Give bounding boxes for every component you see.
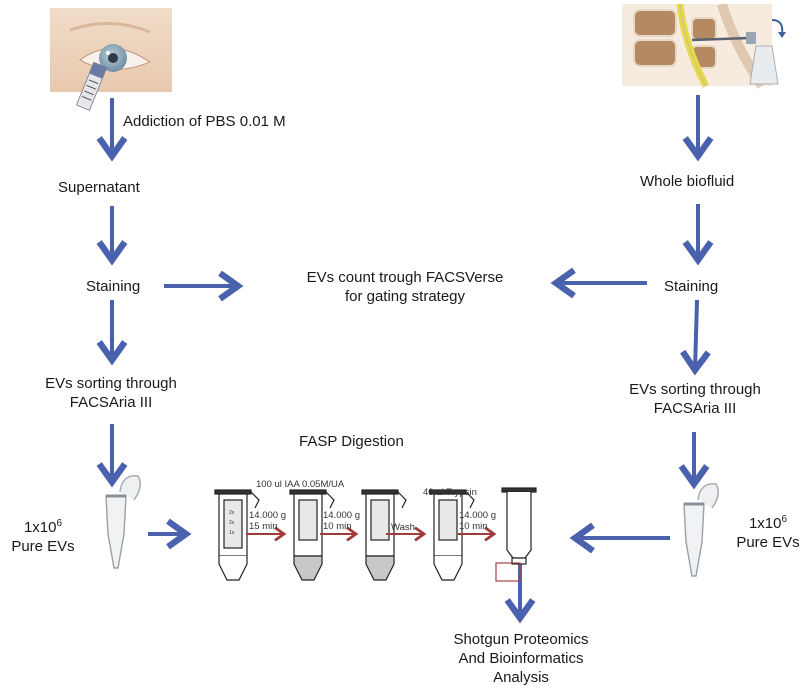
right-microtube-icon xyxy=(676,478,724,587)
svg-text:2x: 2x xyxy=(229,510,235,516)
left-yield-text: Pure EVs xyxy=(11,538,75,555)
left-staining-label: Staining xyxy=(86,278,141,295)
left-sorting-line1: EVs sorting through xyxy=(45,375,177,392)
svg-text:1x: 1x xyxy=(229,530,235,536)
fasp-step-1-line1: 14.000 g xyxy=(249,510,286,521)
right-staining-label: Staining xyxy=(664,278,719,295)
fasp-step-1-label: 14.000 g 15 min xyxy=(249,510,286,532)
right-sorting-line2: FACSAria III xyxy=(653,400,737,417)
collection-tube-outline xyxy=(495,562,521,582)
left-yield-base: 1x10 xyxy=(23,519,57,536)
analysis-label: Shotgun Proteomics And Bioinformatics An… xyxy=(453,630,588,687)
facsverse-count-line1: EVs count trough FACSVerse xyxy=(306,269,504,286)
left-yield-label: 1x106 Pure EVs xyxy=(11,518,74,556)
arrow-right-staining-to-sorting xyxy=(680,299,711,376)
right-yield-base: 1x10 xyxy=(748,515,782,532)
left-sorting-line2: FACSAria III xyxy=(69,394,153,411)
right-yield-exponent: 6 xyxy=(781,514,788,525)
facsverse-count-line2: for gating strategy xyxy=(344,288,466,305)
svg-text:2x: 2x xyxy=(229,520,235,526)
fasp-reagent-trypsin: 40 ul Trypsin xyxy=(423,487,477,498)
left-sorting-label: EVs sorting through FACSAria III xyxy=(45,374,177,412)
fasp-reagent-iaa: 100 ul IAA 0.05M/UA xyxy=(256,479,345,490)
fasp-step-3-line1: Wash xyxy=(391,522,415,533)
pbs-addition-note: Addiction of PBS 0.01 M xyxy=(123,113,286,130)
fasp-tube-3 xyxy=(361,489,407,581)
fasp-step-2-label: 14.000 g 10 min xyxy=(323,510,360,532)
fasp-tube-2 xyxy=(289,489,335,581)
fasp-step-4-label: 14.000 g 10 min xyxy=(459,510,496,532)
analysis-line3: Analysis xyxy=(493,669,549,686)
facsverse-count-label: EVs count trough FACSVerse for gating st… xyxy=(307,268,504,306)
right-yield-label: 1x106 Pure EVs xyxy=(736,514,799,552)
fasp-step-1-line2: 15 min xyxy=(249,521,278,532)
right-sorting-label: EVs sorting through FACSAria III xyxy=(629,380,761,418)
fasp-title: FASP Digestion xyxy=(299,433,404,450)
analysis-line1: Shotgun Proteomics xyxy=(453,631,589,648)
fasp-step-3-label: Wash xyxy=(391,522,415,533)
left-microtube-icon xyxy=(98,470,146,579)
fasp-step-2-line2: 10 min xyxy=(323,521,352,532)
right-biofluid-label: Whole biofluid xyxy=(640,173,735,190)
fasp-step-4-line1: 14.000 g xyxy=(459,510,496,521)
right-yield-text: Pure EVs xyxy=(736,534,800,551)
eye-schirmer-illustration xyxy=(50,8,172,111)
fasp-filter-unit xyxy=(501,487,537,565)
left-yield-exponent: 6 xyxy=(56,518,63,529)
fasp-tube-1: 2x 2x 1x xyxy=(214,489,260,581)
spine-puncture-illustration xyxy=(622,2,802,90)
left-supernatant-label: Supernatant xyxy=(58,179,140,196)
right-sorting-line1: EVs sorting through xyxy=(629,381,761,398)
fasp-step-2-line1: 14.000 g xyxy=(323,510,360,521)
fasp-tube-4 xyxy=(429,489,475,581)
analysis-line2: And Bioinformatics xyxy=(458,650,584,667)
fasp-step-4-line2: 10 min xyxy=(459,521,488,532)
